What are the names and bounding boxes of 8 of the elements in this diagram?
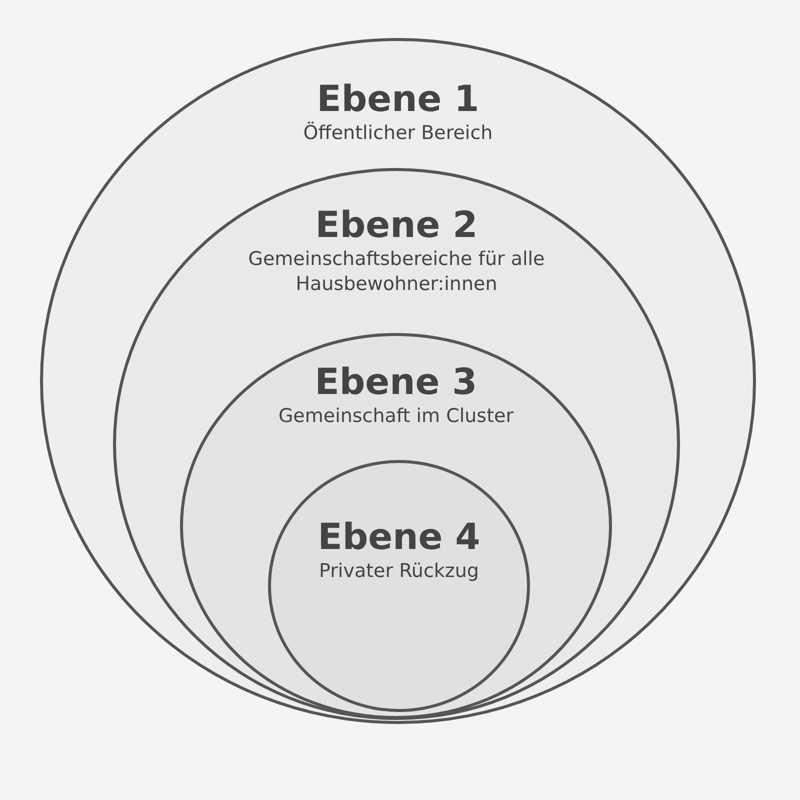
level-description: Öffentlicher Bereich xyxy=(303,121,493,146)
level-heading: Ebene 4 xyxy=(318,517,480,559)
level-description: Gemeinschaft im Cluster xyxy=(278,404,514,429)
level-description: Privater Rückzug xyxy=(318,559,479,584)
level-description: Gemeinschaftsbereiche für alle Hausbewohner:innen xyxy=(247,247,546,297)
level-heading: Ebene 2 xyxy=(315,205,478,247)
level-heading: Ebene 3 xyxy=(314,362,478,404)
level-heading: Ebene 1 xyxy=(316,79,480,121)
